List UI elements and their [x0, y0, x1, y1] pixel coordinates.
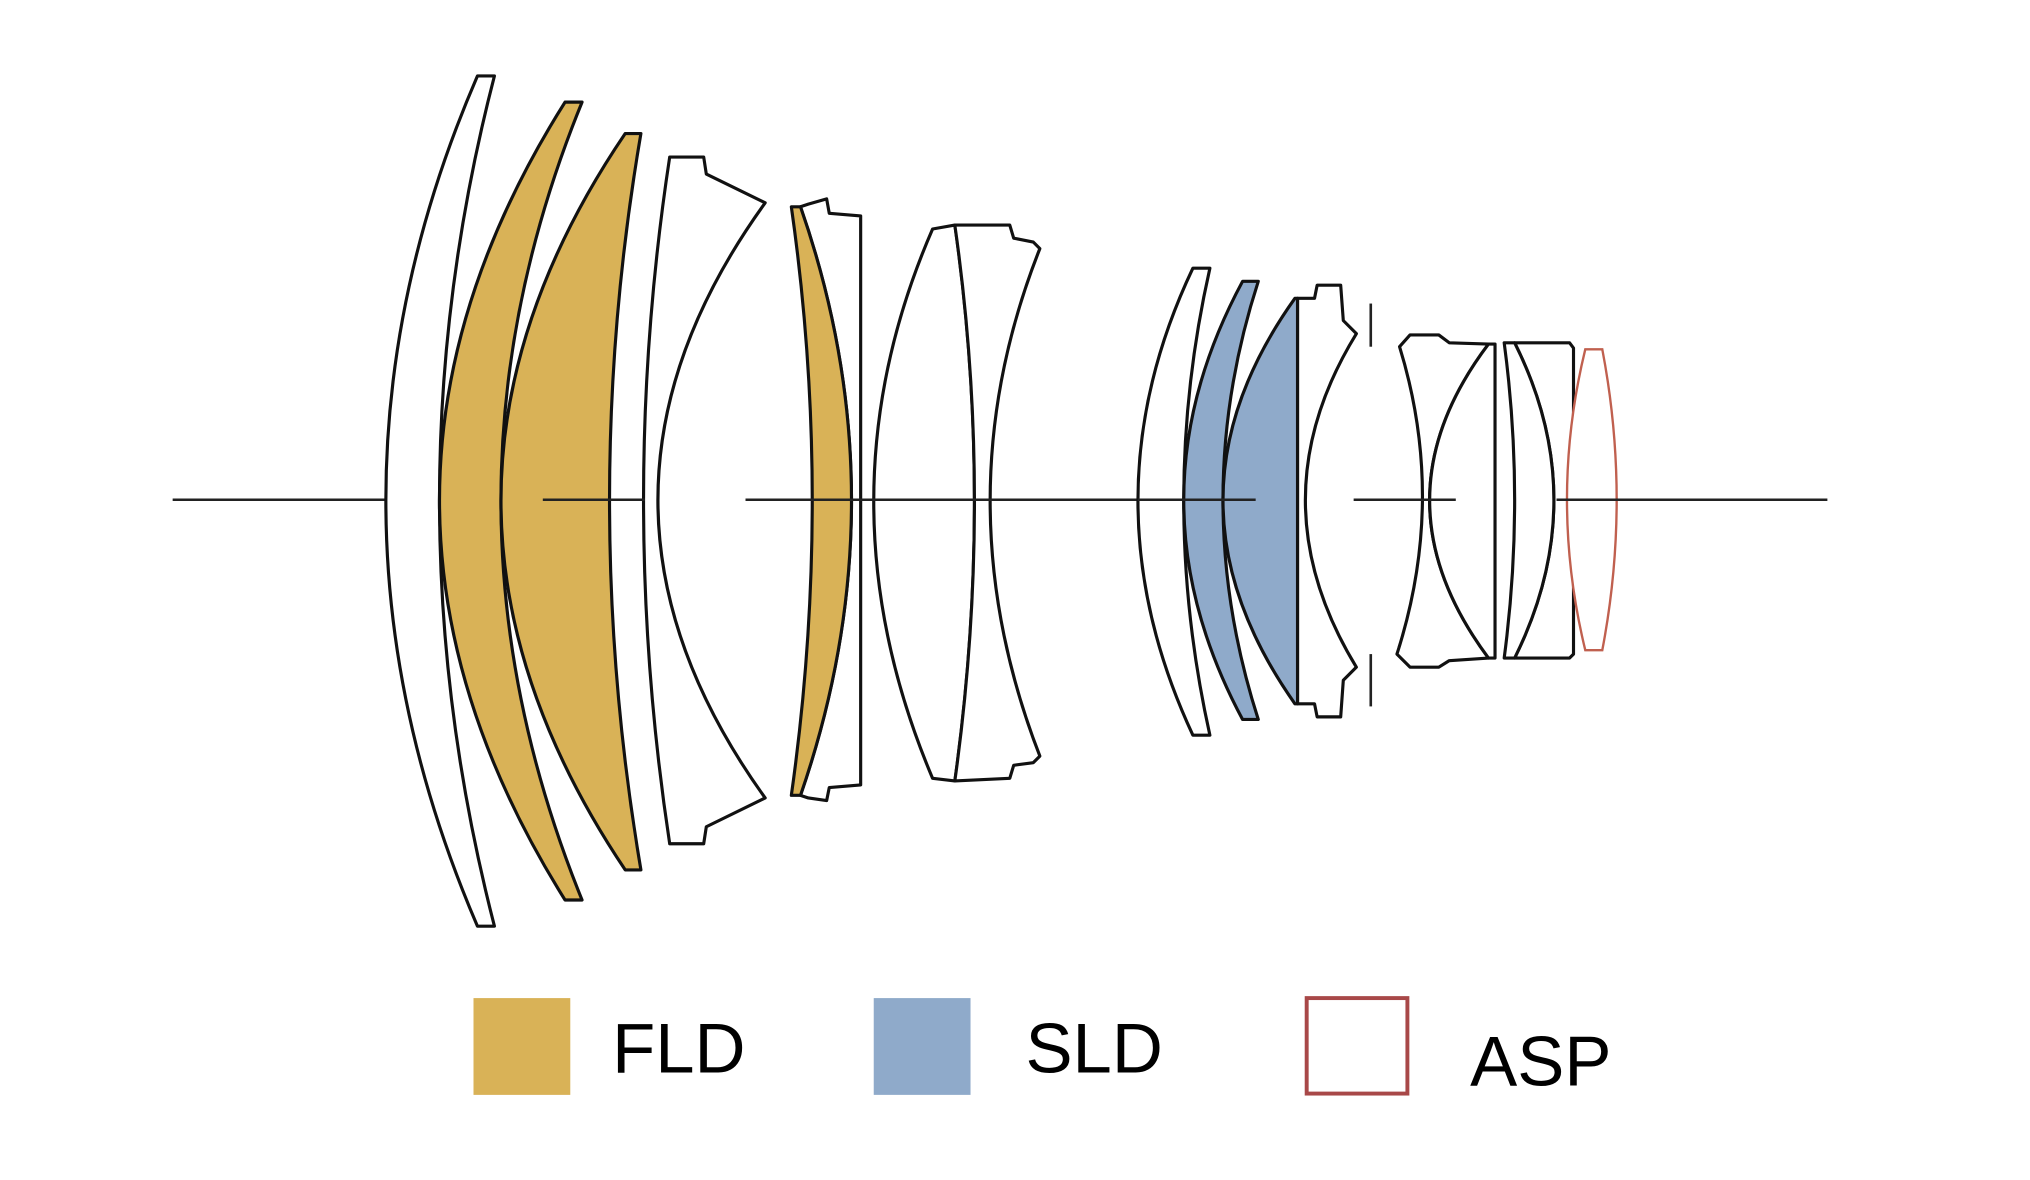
fld-swatch	[473, 998, 571, 1095]
legend: FLD SLD ASP	[473, 996, 1612, 1101]
lens-element-4	[641, 155, 767, 846]
legend-item-asp: ASP	[1304, 996, 1612, 1101]
lens-element-14	[1428, 342, 1497, 660]
lens-element-11-sld	[1221, 296, 1300, 706]
legend-label-sld: SLD	[1025, 1009, 1162, 1088]
lens-element-8	[953, 223, 1042, 783]
sld-swatch	[873, 998, 971, 1095]
legend-label-asp: ASP	[1470, 1022, 1611, 1101]
legend-label-fld: FLD	[612, 1009, 745, 1088]
lens-element-9	[1136, 266, 1212, 737]
lens-element-7	[872, 223, 977, 783]
lens-element-15	[1502, 341, 1556, 660]
lens-element-2-fld	[437, 100, 584, 902]
lens-element-1	[384, 74, 496, 928]
lens-element-12	[1295, 283, 1358, 719]
lens-element-3-fld	[499, 131, 643, 872]
asp-swatch	[1304, 996, 1410, 1096]
legend-item-fld: FLD	[473, 998, 746, 1095]
legend-item-sld: SLD	[873, 998, 1163, 1095]
